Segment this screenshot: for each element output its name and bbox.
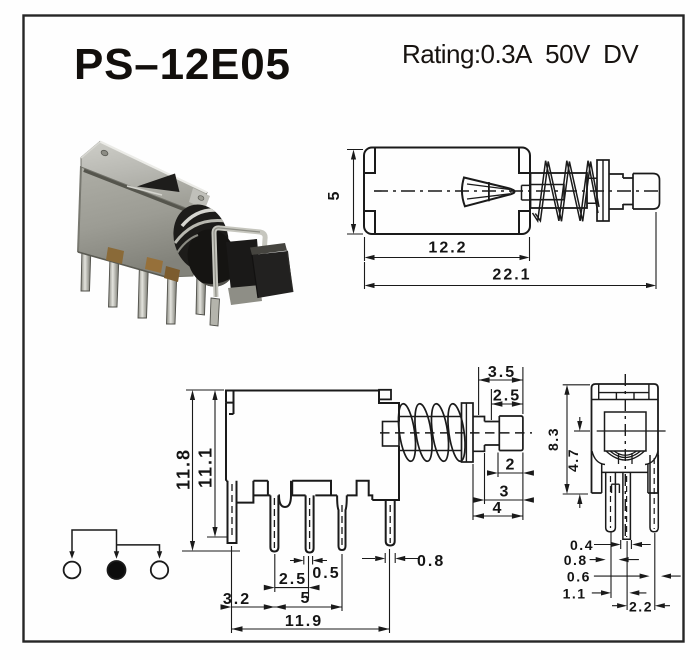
svg-text:2.2: 2.2 — [629, 599, 653, 615]
svg-text:11.8: 11.8 — [173, 448, 193, 490]
svg-text:2.5: 2.5 — [493, 388, 521, 405]
svg-text:4.7: 4.7 — [565, 448, 581, 472]
svg-text:Rating:0.3A 50V DV: Rating:0.3A 50V DV — [402, 39, 639, 69]
svg-text:0.8: 0.8 — [417, 553, 445, 570]
svg-text:3.2: 3.2 — [223, 591, 251, 608]
svg-text:2.5: 2.5 — [279, 571, 307, 588]
svg-text:1.1: 1.1 — [563, 586, 587, 602]
svg-text:0.5: 0.5 — [312, 565, 340, 582]
svg-text:5: 5 — [301, 590, 312, 607]
svg-text:3: 3 — [500, 484, 511, 501]
svg-text:22.1: 22.1 — [492, 267, 531, 284]
svg-text:0.4: 0.4 — [570, 537, 594, 553]
svg-text:11.1: 11.1 — [195, 446, 215, 488]
svg-text:12.2: 12.2 — [428, 240, 467, 257]
svg-text:2: 2 — [506, 457, 517, 474]
svg-text:4: 4 — [493, 500, 504, 517]
svg-text:0.8: 0.8 — [564, 552, 588, 568]
svg-text:5: 5 — [326, 190, 343, 201]
svg-text:8.3: 8.3 — [545, 427, 561, 451]
svg-text:0.6: 0.6 — [567, 569, 591, 585]
svg-text:11.9: 11.9 — [285, 613, 323, 630]
svg-text:PS–12E05: PS–12E05 — [74, 40, 291, 89]
svg-text:3.5: 3.5 — [488, 364, 516, 381]
